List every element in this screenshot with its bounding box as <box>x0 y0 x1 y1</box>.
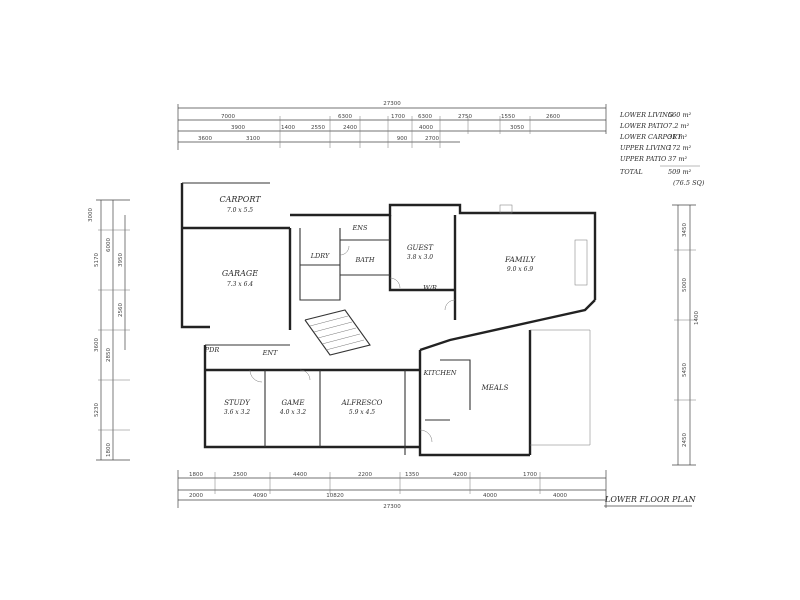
area-total: 509 m² <box>668 168 692 176</box>
building-outline <box>180 182 597 457</box>
dim-label: 3600 <box>198 136 212 142</box>
dim-label: 4000 <box>553 493 567 499</box>
door-swings <box>249 245 456 443</box>
area-label: LOWER LIVING <box>619 111 673 119</box>
dim-label: 5230 <box>94 403 100 417</box>
area-value: 172 m² <box>668 144 692 152</box>
area-label: LOWER CARPORT <box>619 133 682 141</box>
area-label: TOTAL <box>620 168 643 176</box>
room-name-pdr: PDR <box>204 346 220 354</box>
dim-label: 3950 <box>118 253 124 267</box>
top-dims-row3: 3600 3100 900 2700 <box>198 136 439 142</box>
dim-label: 2400 <box>343 125 357 131</box>
room-name-game: GAME <box>282 399 305 407</box>
room-size-alfresco: 5.9 x 4.5 <box>349 409 375 416</box>
bottom-dims-row1: 1800 2500 4400 2200 1350 4200 1700 <box>189 472 537 478</box>
room-name-guest: GUEST <box>407 244 434 252</box>
dim-label: 1800 <box>189 472 203 478</box>
dim-label: 3000 <box>88 208 94 222</box>
dim-label: 2450 <box>682 433 688 447</box>
right-dims: 3450 5000 1400 5450 2450 <box>682 223 700 447</box>
top-dimension-lines <box>177 104 607 150</box>
area-value: 31 m² <box>668 133 688 141</box>
dim-label: 1350 <box>405 472 419 478</box>
bottom-dimension-lines <box>177 470 607 508</box>
left-dimension-lines <box>96 199 130 461</box>
room-size-family: 9.0 x 6.9 <box>507 266 533 273</box>
top-dims-row2: 3900 1400 2550 2400 4000 3050 <box>231 125 524 131</box>
dim-label: 2500 <box>233 472 247 478</box>
dim-label: 4090 <box>253 493 267 499</box>
dim-label: 6300 <box>418 114 432 120</box>
room-name-garage: GARAGE <box>222 269 258 278</box>
area-value: 7.2 m² <box>668 122 690 130</box>
dim-label: 5450 <box>682 363 688 377</box>
room-size-carport: 7.0 x 5.5 <box>227 207 253 214</box>
dim-label: 1400 <box>281 125 295 131</box>
room-name-study: STUDY <box>224 399 251 407</box>
dim-label: 2550 <box>311 125 325 131</box>
dim-label: 7000 <box>221 114 235 120</box>
dim-label: 1550 <box>501 114 515 120</box>
room-name-bath: BATH <box>354 256 374 264</box>
dim-label: 3050 <box>510 125 524 131</box>
room-name-meals: MEALS <box>481 384 509 392</box>
dim-label: 1700 <box>391 114 405 120</box>
dim-label: 2850 <box>106 348 112 362</box>
dim-label: 10820 <box>326 493 344 499</box>
dim-label: 4400 <box>293 472 307 478</box>
room-name-kitchen: KITCHEN <box>423 369 457 377</box>
room-name-alfresco: ALFRESCO <box>341 399 383 407</box>
dim-label: 3450 <box>682 223 688 237</box>
dim-label: 900 <box>397 136 408 142</box>
dim-label: 2200 <box>358 472 372 478</box>
dim-label: 2560 <box>118 303 124 317</box>
area-schedule: LOWER LIVING 560 m² LOWER PATIO 7.2 m² L… <box>619 111 705 187</box>
dim-label: 6300 <box>338 114 352 120</box>
room-size-guest: 3.8 x 3.0 <box>407 254 433 261</box>
room-name-wr: W/R <box>423 284 437 292</box>
room-size-game: 4.0 x 3.2 <box>279 409 306 416</box>
stair-treads <box>309 315 365 351</box>
dim-label: 2600 <box>546 114 560 120</box>
room-size-garage: 7.3 x 6.4 <box>227 281 253 288</box>
area-note: (76.5 SQ) <box>673 179 705 187</box>
dim-label: 4200 <box>453 472 467 478</box>
dim-label: 2750 <box>458 114 472 120</box>
dim-label: 2700 <box>425 136 439 142</box>
area-label: LOWER PATIO <box>619 122 669 130</box>
dim-label: 1800 <box>106 443 112 457</box>
bottom-dims-row2: 2000 4090 10820 4000 4000 <box>189 493 567 499</box>
dim-label: 3600 <box>94 338 100 352</box>
room-labels: CARPORT 7.0 x 5.5 GARAGE 7.3 x 6.4 GUEST… <box>204 195 536 416</box>
room-name-ldry: LDRY <box>310 252 330 260</box>
drawing-title: LOWER FLOOR PLAN <box>604 495 697 504</box>
right-dimension-lines <box>672 204 696 466</box>
dim-label: 5000 <box>682 278 688 292</box>
overall-bottom-dimension: 27300 <box>383 504 401 510</box>
room-size-study: 3.6 x 3.2 <box>224 409 250 416</box>
room-name-family: FAMILY <box>504 255 536 264</box>
left-dims: 3000 5170 6000 3950 2560 3600 2850 5230 … <box>88 208 124 457</box>
area-label: UPPER PATIO <box>620 155 667 163</box>
room-name-ent: ENT <box>262 349 278 357</box>
dim-label: 3100 <box>246 136 260 142</box>
top-dims-row1: 7000 6300 1700 6300 2750 1550 2600 <box>221 114 560 120</box>
dim-label: 1700 <box>523 472 537 478</box>
dim-label: 6000 <box>106 238 112 252</box>
room-name-carport: CARPORT <box>219 195 261 204</box>
dim-label: 2000 <box>189 493 203 499</box>
room-name-ens: ENS <box>352 224 368 232</box>
dim-label: 4000 <box>483 493 497 499</box>
dim-label: 5170 <box>94 253 100 267</box>
area-label: UPPER LIVING <box>620 144 671 152</box>
dim-label: 3900 <box>231 125 245 131</box>
dim-label: 4000 <box>419 125 433 131</box>
area-value: 560 m² <box>668 111 692 119</box>
area-value: 37 m² <box>668 155 688 163</box>
dim-label: 1400 <box>694 311 700 325</box>
overall-top-dimension: 27300 <box>383 101 401 107</box>
